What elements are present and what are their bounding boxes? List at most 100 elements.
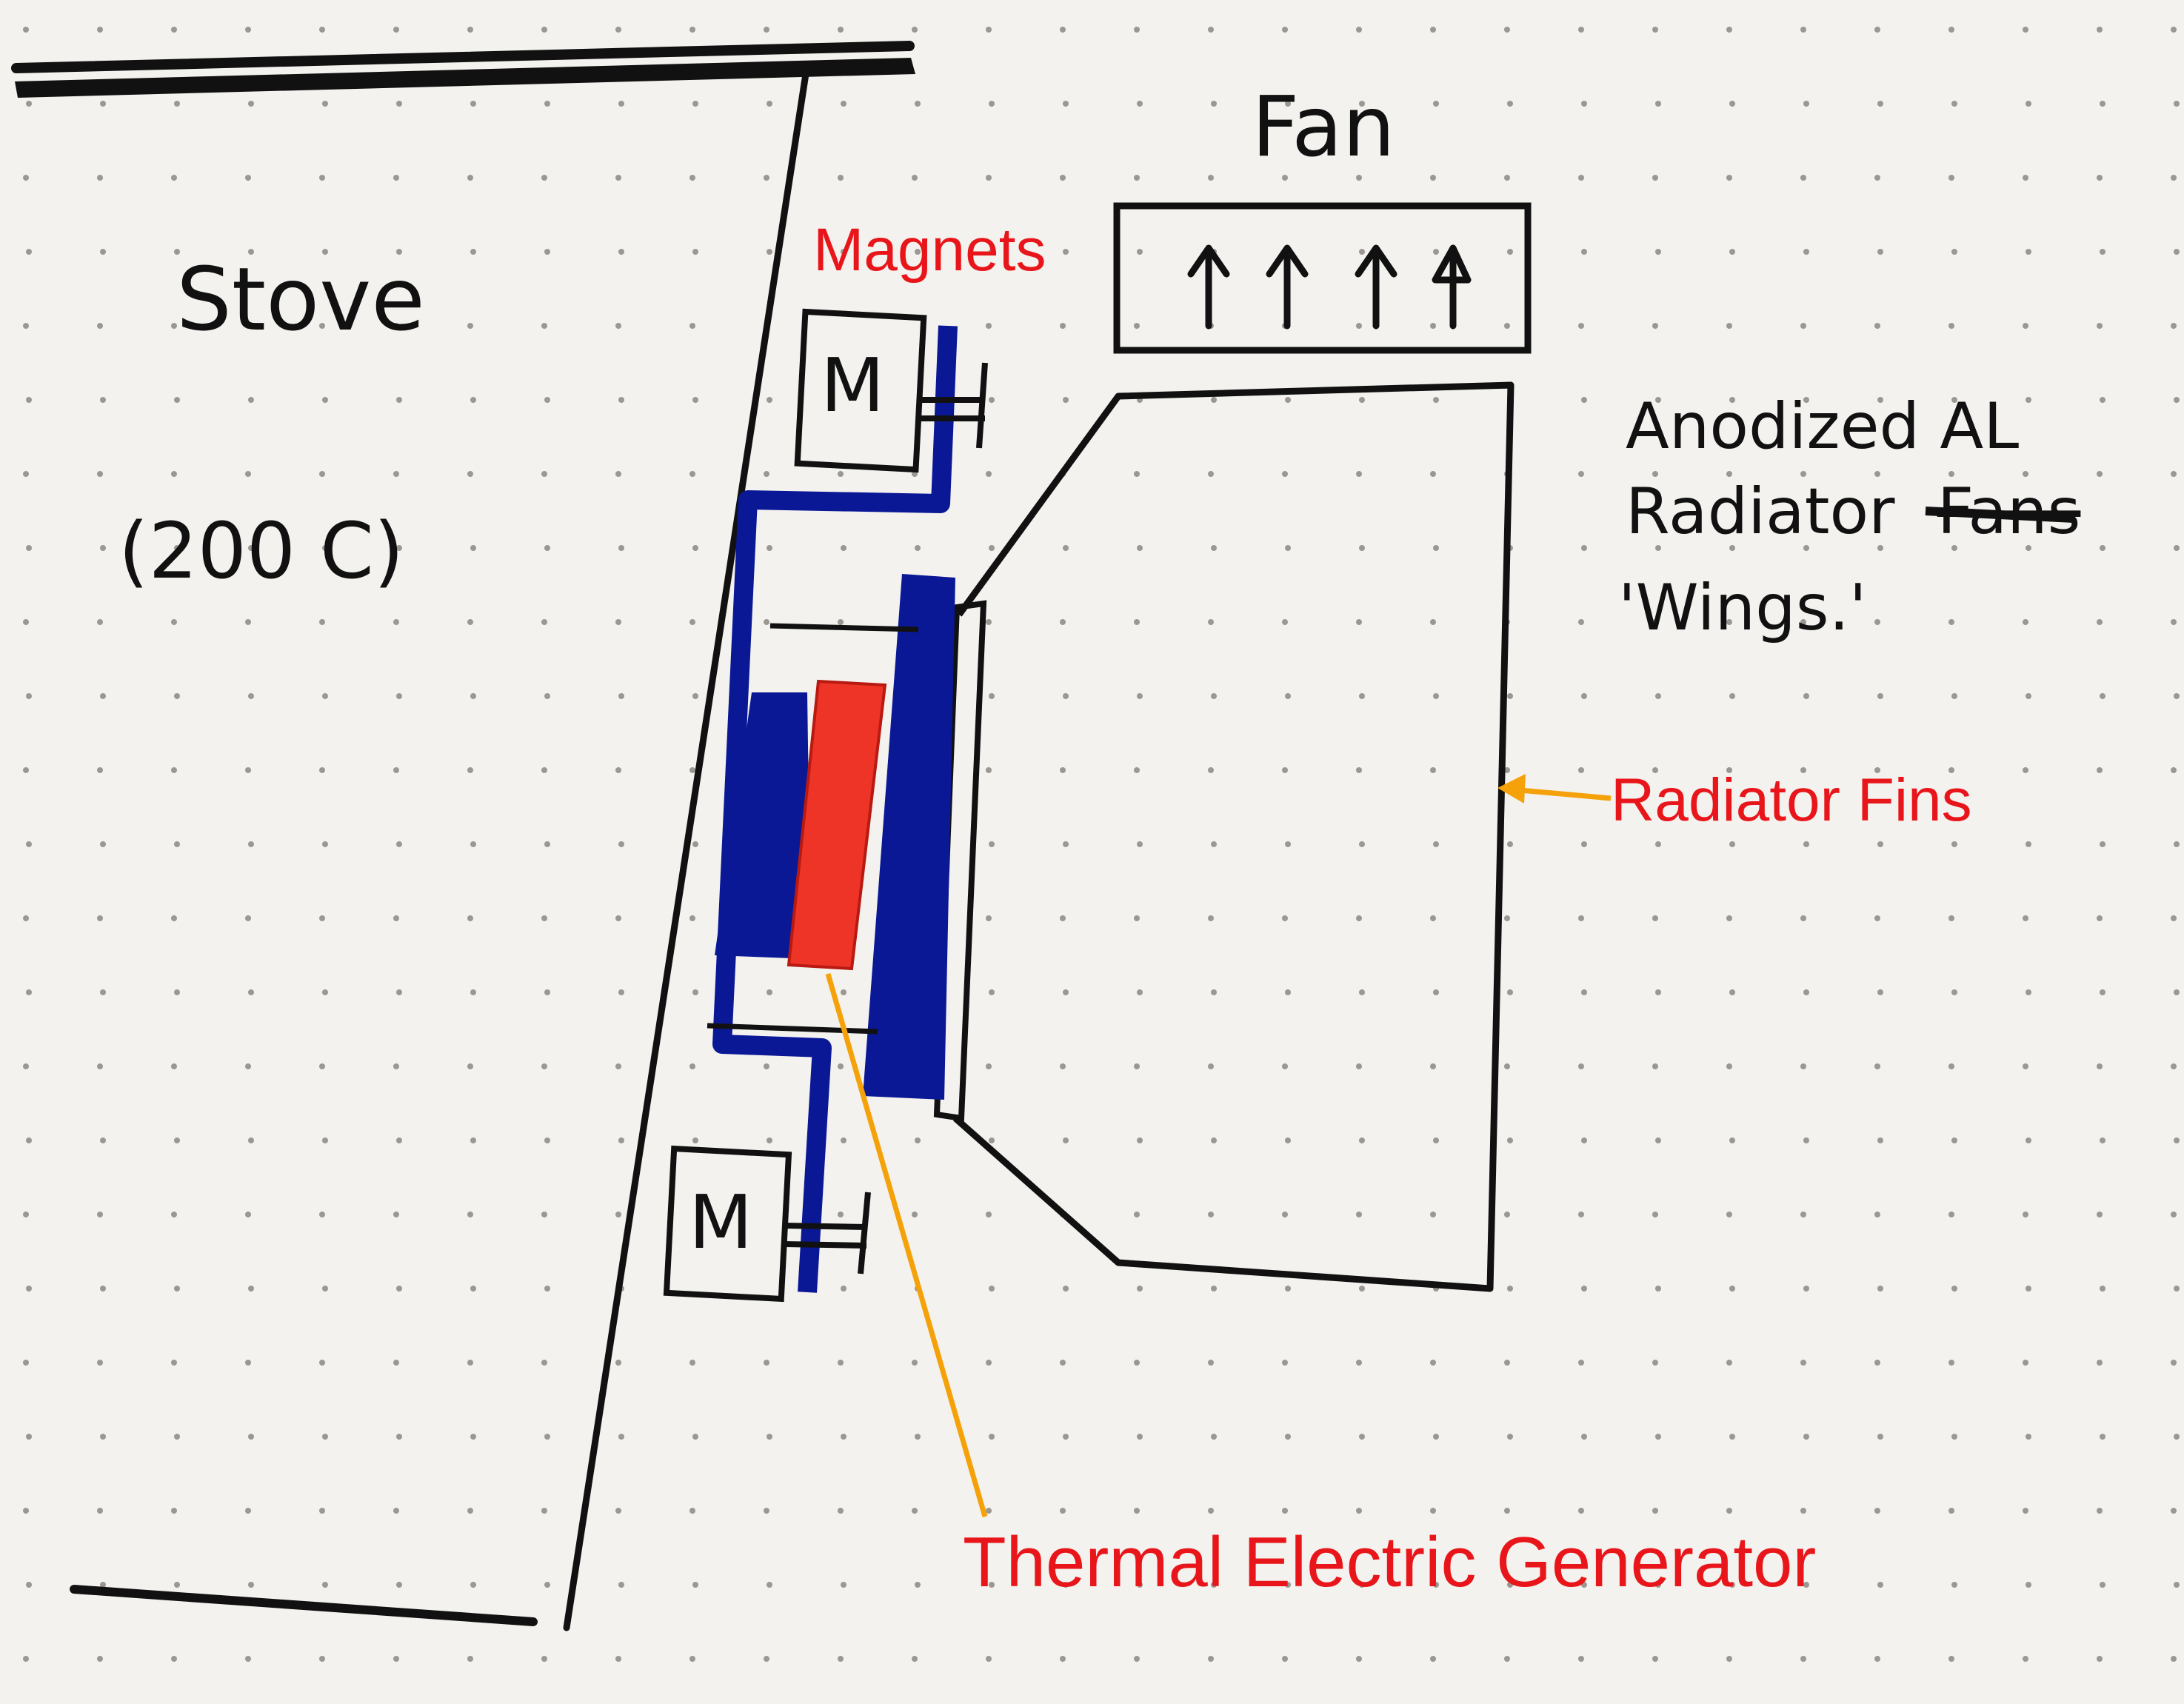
grid-dot (1948, 323, 1954, 329)
grid-dot (2097, 1212, 2103, 1217)
grid-dot (174, 1582, 180, 1588)
grid-dot (1433, 545, 1439, 551)
grid-dot (1356, 767, 1362, 773)
grid-dot (689, 1656, 695, 1662)
grid-dot (319, 1656, 325, 1662)
grid-dot (1063, 1434, 1069, 1440)
grid-dot (544, 1434, 550, 1440)
grid-dot (1877, 397, 1883, 403)
grid-dot (248, 1286, 254, 1292)
grid-dot (1211, 1137, 1217, 1143)
grid-dot (470, 989, 476, 995)
grid-dot (541, 1508, 547, 1514)
grid-dot (544, 397, 550, 403)
grid-dot (1800, 1508, 1806, 1514)
magnets-callout: Magnets (813, 216, 1046, 284)
grid-dot (912, 1212, 918, 1217)
grid-dot (248, 1434, 254, 1440)
grid-dot (1285, 1286, 1291, 1292)
grid-dot (2100, 693, 2105, 699)
grid-dot (100, 841, 106, 847)
grid-dot (1948, 1212, 1954, 1217)
grid-dot (838, 471, 844, 477)
grid-dot (467, 767, 473, 773)
grid-dot (23, 619, 29, 625)
grid-dot (1060, 1656, 1066, 1662)
grid-dot (1060, 323, 1066, 329)
grid-dot (1874, 619, 1880, 625)
grid-dot (615, 1063, 621, 1069)
grid-dot (1578, 323, 1584, 329)
grid-dot (470, 1582, 476, 1588)
grid-dot (1208, 1508, 1214, 1514)
grid-dot (1356, 323, 1362, 329)
grid-dot (319, 27, 325, 33)
grid-dot (2023, 1656, 2028, 1662)
grid-dot (1433, 989, 1439, 995)
grid-dot (1433, 841, 1439, 847)
grid-dot (1951, 841, 1957, 847)
teg-callout: Thermal Electric Generator (963, 1523, 1816, 1602)
grid-dot (1652, 1360, 1658, 1366)
note-line-3: 'Wings.' (1618, 571, 1867, 645)
grid-dot (989, 1434, 995, 1440)
grid-dot (615, 619, 621, 625)
grid-dot (618, 101, 624, 107)
grid-dot (1874, 1656, 1880, 1662)
grid-dot (1430, 619, 1436, 625)
grid-dot (1134, 1360, 1140, 1366)
grid-dot (1208, 175, 1214, 181)
grid-dot (1655, 397, 1661, 403)
grid-dot (467, 1508, 473, 1514)
grid-dot (97, 175, 103, 181)
grid-dot (319, 323, 325, 329)
grid-dot (689, 1508, 695, 1514)
grid-dot (1430, 1360, 1436, 1366)
grid-dot (615, 915, 621, 921)
grid-dot (1800, 1656, 1806, 1662)
grid-dot (1729, 545, 1735, 551)
grid-dot (1726, 323, 1732, 329)
grid-dot (393, 175, 399, 181)
grid-dot (1433, 101, 1439, 107)
grid-dot (1282, 1360, 1288, 1366)
grid-dot (319, 619, 325, 625)
grid-dot (322, 545, 328, 551)
mounting-bracket (707, 325, 958, 1293)
grid-dot (912, 1508, 918, 1514)
grid-dot (1877, 841, 1883, 847)
grid-dot (322, 397, 328, 403)
grid-dot (1803, 989, 1809, 995)
grid-dot (841, 1137, 846, 1143)
grid-dot (174, 101, 180, 107)
grid-dot (319, 1508, 325, 1514)
radiator-fins-outline (953, 381, 1515, 1292)
grid-dot (467, 915, 473, 921)
grid-dot (1285, 397, 1291, 403)
grid-dot (1874, 1360, 1880, 1366)
grid-dot (1578, 1508, 1584, 1514)
grid-dot (767, 545, 772, 551)
grid-dot (541, 471, 547, 477)
grid-dot (1430, 27, 1436, 33)
grid-dot (2026, 249, 2031, 255)
grid-dot (764, 1656, 769, 1662)
magnet-top-symbol: M (821, 342, 884, 429)
grid-dot (1063, 841, 1069, 847)
grid-dot (1359, 1582, 1365, 1588)
grid-dot (618, 1434, 624, 1440)
grid-dot (23, 1063, 29, 1069)
grid-dot (1430, 767, 1436, 773)
grid-dot (912, 175, 918, 181)
grid-dot (2023, 471, 2028, 477)
grid-dot (1356, 915, 1362, 921)
grid-dot (2171, 175, 2177, 181)
grid-dot (23, 175, 29, 181)
teg-leader (825, 973, 988, 1517)
grid-dot (396, 841, 402, 847)
grid-dot (1359, 1286, 1365, 1292)
grid-dot (2100, 989, 2105, 995)
grid-dot (1063, 545, 1069, 551)
grid-dot (171, 1063, 177, 1069)
grid-dot (1726, 175, 1732, 181)
